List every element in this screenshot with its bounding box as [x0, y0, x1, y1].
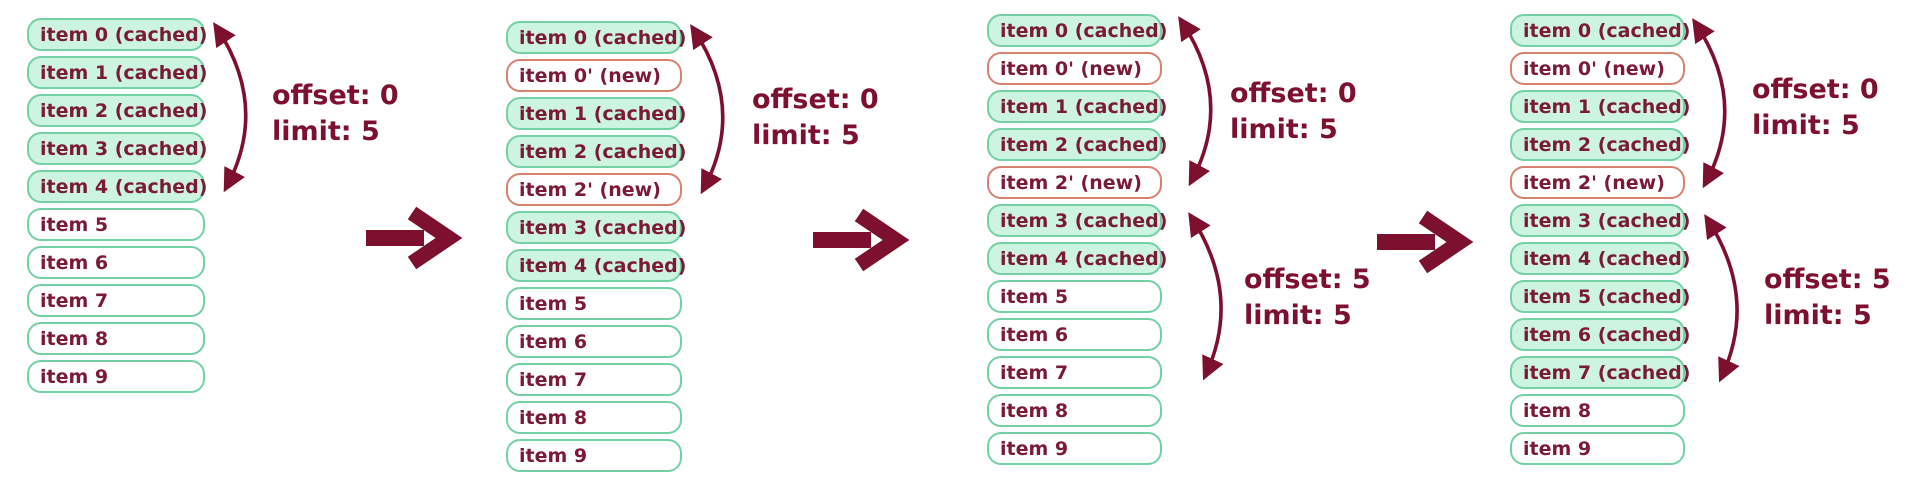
list-item: item 4 (cached) [506, 249, 686, 282]
list-item: item 4 (cached) [1510, 242, 1690, 275]
list-item: item 7 [987, 356, 1162, 389]
list-item: item 2 (cached) [27, 94, 207, 127]
list-item: item 8 [987, 394, 1162, 427]
list-item: item 1 (cached) [27, 56, 207, 89]
limit-text: limit: 5 [752, 120, 860, 151]
list-item: item 6 [27, 246, 205, 279]
list-item: item 0' (new) [506, 59, 682, 92]
range-label-step-3-top: offset: 0 limit: 5 [1230, 76, 1357, 148]
list-panel-step-3: item 0 (cached) item 0' (new) item 1 (cach… [987, 14, 1167, 470]
offset-text: offset: 5 [1244, 264, 1371, 295]
list-item: item 2' (new) [506, 173, 682, 206]
list-item: item 3 (cached) [987, 204, 1167, 237]
offset-text: offset: 0 [272, 80, 399, 111]
list-item: item 6 [506, 325, 682, 358]
list-item: item 2 (cached) [987, 128, 1167, 161]
range-arrow-icon [1188, 212, 1224, 381]
list-item: item 7 [506, 363, 682, 396]
limit-text: limit: 5 [1764, 300, 1872, 331]
list-item: item 3 (cached) [506, 211, 686, 244]
list-panel-step-1: item 0 (cached) item 1 (cached) item 2 (ca… [27, 18, 207, 398]
range-label-step-4-bottom: offset: 5 limit: 5 [1764, 262, 1891, 334]
list-item: item 0 (cached) [987, 14, 1167, 47]
list-item: item 0 (cached) [1510, 14, 1690, 47]
offset-text: offset: 0 [752, 84, 879, 115]
list-item: item 1 (cached) [1510, 90, 1690, 123]
list-item: item 2 (cached) [1510, 128, 1690, 161]
range-arrow-icon [1704, 214, 1740, 383]
transition-arrow-icon [1377, 210, 1474, 274]
list-item: item 1 (cached) [987, 90, 1167, 123]
list-item: item 0 (cached) [506, 21, 686, 54]
range-arrow-icon [1178, 16, 1213, 187]
list-item: item 7 (cached) [1510, 356, 1690, 389]
list-item: item 2 (cached) [506, 135, 686, 168]
list-item: item 4 (cached) [987, 242, 1167, 275]
list-item: item 0' (new) [1510, 52, 1685, 85]
list-item: item 2' (new) [987, 166, 1162, 199]
list-item: item 3 (cached) [27, 132, 207, 165]
limit-text: limit: 5 [272, 116, 380, 147]
list-item: item 6 [987, 318, 1162, 351]
limit-text: limit: 5 [1752, 110, 1860, 141]
range-arrow-icon [213, 22, 248, 193]
list-item: item 8 [506, 401, 682, 434]
list-item: item 9 [987, 432, 1162, 465]
list-panel-step-4: item 0 (cached) item 0' (new) item 1 (cach… [1510, 14, 1690, 470]
range-arrow-icon [1692, 18, 1727, 189]
list-item: item 8 [1510, 394, 1685, 427]
list-item: item 9 [1510, 432, 1685, 465]
range-label-step-4-top: offset: 0 limit: 5 [1752, 72, 1879, 144]
list-item: item 4 (cached) [27, 170, 207, 203]
limit-text: limit: 5 [1244, 300, 1352, 331]
range-label-step-1: offset: 0 limit: 5 [272, 78, 399, 150]
list-item: item 6 (cached) [1510, 318, 1690, 351]
transition-arrow-icon [366, 206, 463, 270]
offset-text: offset: 0 [1230, 78, 1357, 109]
offset-text: offset: 0 [1752, 74, 1879, 105]
list-item: item 0' (new) [987, 52, 1162, 85]
list-item: item 9 [27, 360, 205, 393]
transition-arrow-icon [813, 208, 910, 272]
list-item: item 5 [506, 287, 682, 320]
offset-text: offset: 5 [1764, 264, 1891, 295]
list-item: item 2' (new) [1510, 166, 1685, 199]
list-item: item 9 [506, 439, 682, 472]
list-item: item 1 (cached) [506, 97, 686, 130]
list-item: item 5 [987, 280, 1162, 313]
list-item: item 7 [27, 284, 205, 317]
range-arrow-icon [690, 24, 725, 195]
list-item: item 5 [27, 208, 205, 241]
list-item: item 0 (cached) [27, 18, 207, 51]
list-panel-step-2: item 0 (cached) item 0' (new) item 1 (cach… [506, 21, 686, 477]
range-label-step-3-bottom: offset: 5 limit: 5 [1244, 262, 1371, 334]
list-item: item 5 (cached) [1510, 280, 1690, 313]
list-item: item 3 (cached) [1510, 204, 1690, 237]
limit-text: limit: 5 [1230, 114, 1338, 145]
range-label-step-2: offset: 0 limit: 5 [752, 82, 879, 154]
list-item: item 8 [27, 322, 205, 355]
